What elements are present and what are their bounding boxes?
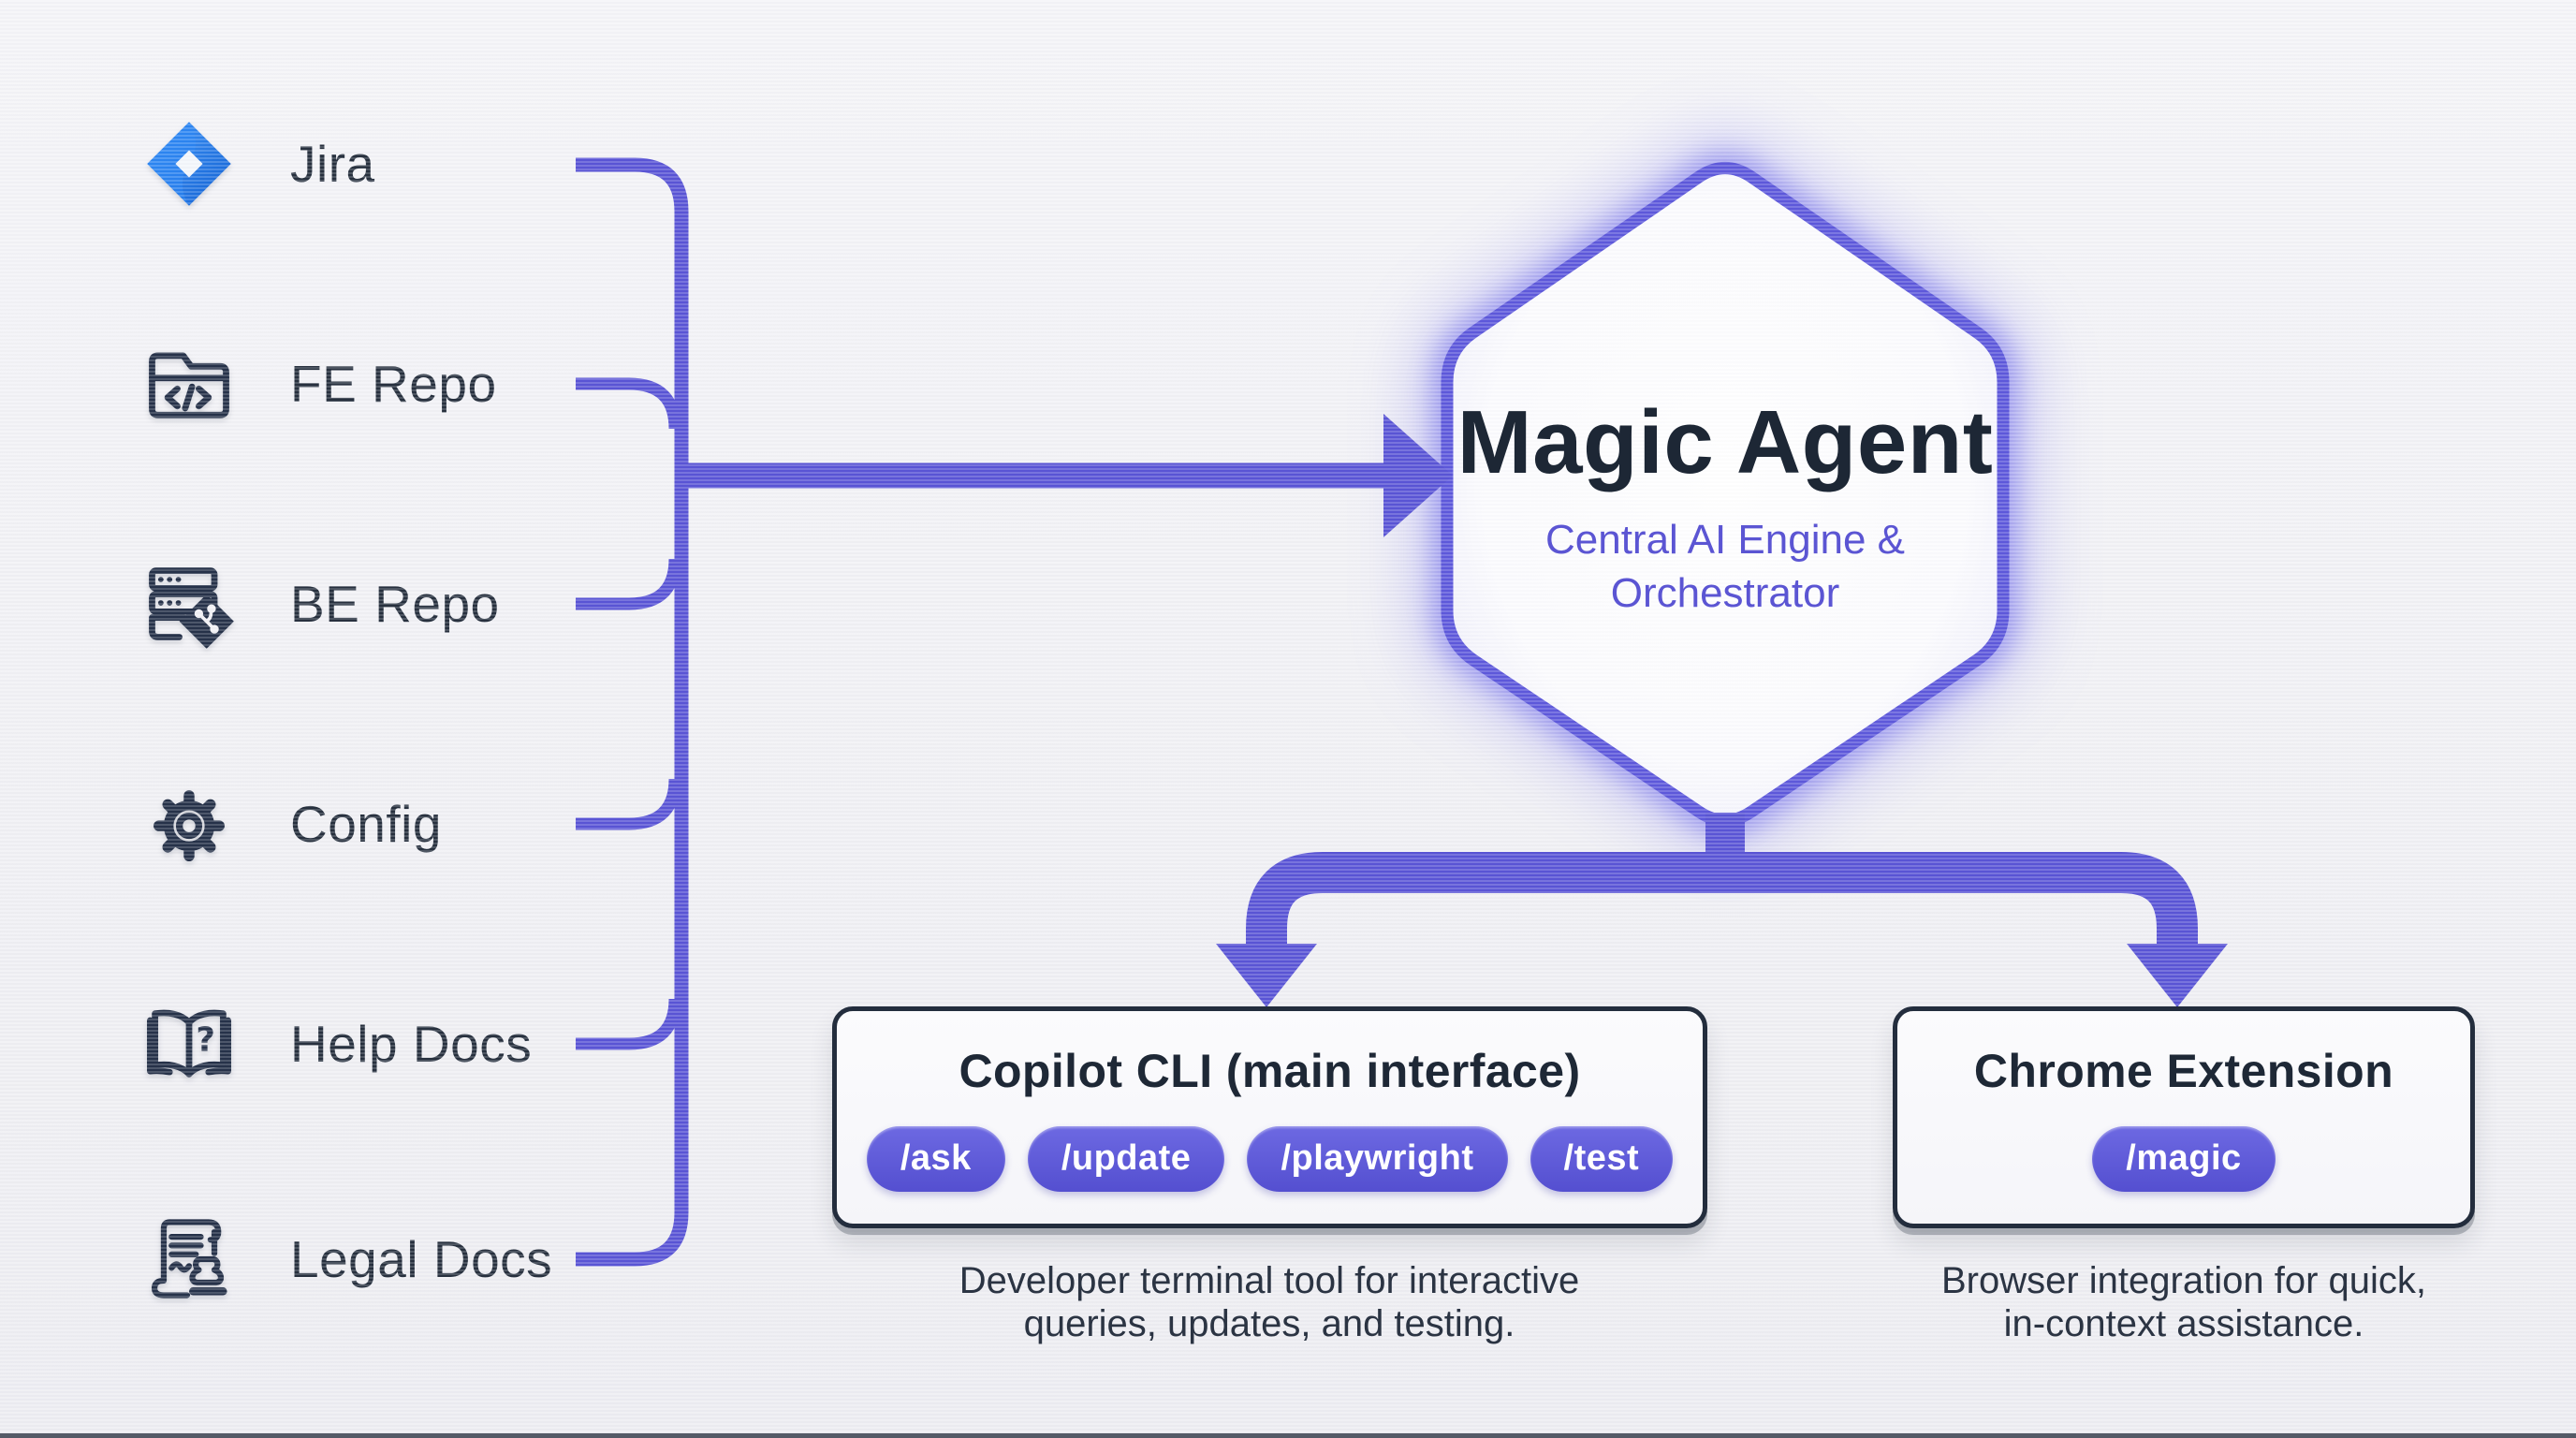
main-arrowhead bbox=[1383, 414, 1453, 537]
chrome-description: Browser integration for quick, in-contex… bbox=[1716, 1259, 2576, 1345]
server-git-icon bbox=[149, 567, 234, 649]
trunk-line bbox=[576, 157, 689, 1267]
source-label: FE Repo bbox=[290, 355, 497, 413]
split-bar bbox=[1246, 852, 2198, 949]
jira-logo-icon bbox=[147, 122, 231, 206]
source-row-fe-repo: FE Repo bbox=[140, 332, 497, 435]
cli-box-title: Copilot CLI (main interface) bbox=[959, 1044, 1581, 1097]
chrome-arrowhead bbox=[2127, 944, 2228, 1007]
hexagon-subtitle-line2: Orchestrator bbox=[1610, 570, 1840, 616]
cli-description: Developer terminal tool for interactive … bbox=[801, 1259, 1737, 1345]
stub-config bbox=[576, 778, 681, 830]
source-label: Legal Docs bbox=[290, 1230, 553, 1288]
source-row-help-docs: ? Help Docs bbox=[140, 992, 532, 1095]
source-label: Jira bbox=[290, 135, 375, 193]
hexagon-subtitle-line1: Central AI Engine & bbox=[1544, 517, 1905, 563]
source-row-be-repo: BE Repo bbox=[140, 552, 500, 655]
magic-command-pill: /magic bbox=[2092, 1125, 2276, 1192]
legal-stamp-icon bbox=[151, 1219, 227, 1299]
cli-description-line1: Developer terminal tool for interactive bbox=[959, 1260, 1580, 1301]
update-command-pill: /update bbox=[1027, 1125, 1225, 1192]
ask-command-pill: /ask bbox=[866, 1125, 1005, 1192]
bottom-edge-line bbox=[0, 1433, 2576, 1438]
source-label: Config bbox=[290, 795, 442, 853]
chrome-description-line2: in-context assistance. bbox=[2003, 1303, 2364, 1344]
playwright-command-pill: /playwright bbox=[1247, 1125, 1508, 1192]
chrome-description-line1: Browser integration for quick, bbox=[1940, 1260, 2426, 1301]
source-row-config: Config bbox=[140, 772, 442, 875]
stub-fe-repo bbox=[576, 377, 681, 430]
stub-help-docs bbox=[576, 998, 681, 1050]
stub-be-repo bbox=[576, 558, 681, 610]
gear-icon bbox=[154, 790, 225, 862]
hexagon-title: Magic Agent bbox=[1456, 392, 1994, 492]
source-label: Help Docs bbox=[290, 1015, 533, 1073]
cli-pill-row: /ask /update /playwright /test bbox=[866, 1125, 1674, 1192]
copilot-cli-box: Copilot CLI (main interface) /ask /updat… bbox=[832, 1006, 1707, 1228]
cli-description-line2: queries, updates, and testing. bbox=[1023, 1303, 1515, 1344]
svg-text:?: ? bbox=[196, 1020, 215, 1059]
magic-agent-node: Magic Agent Central AI Engine & Orchestr… bbox=[1447, 393, 2003, 620]
code-folder-icon bbox=[149, 352, 229, 418]
chrome-extension-box: Chrome Extension /magic bbox=[1893, 1006, 2475, 1228]
chrome-pill-row: /magic bbox=[2092, 1125, 2276, 1192]
source-label: BE Repo bbox=[290, 575, 500, 633]
cli-arrowhead bbox=[1216, 944, 1317, 1007]
hexagon-shape bbox=[1441, 162, 2010, 827]
hexagon-subtitle: Central AI Engine & Orchestrator bbox=[1447, 513, 2003, 620]
source-row-legal-docs: Legal Docs bbox=[140, 1208, 552, 1311]
test-command-pill: /test bbox=[1530, 1125, 1674, 1192]
source-row-jira: Jira bbox=[140, 112, 375, 215]
help-book-icon: ? bbox=[147, 1009, 231, 1078]
chrome-box-title: Chrome Extension bbox=[1973, 1044, 2394, 1097]
